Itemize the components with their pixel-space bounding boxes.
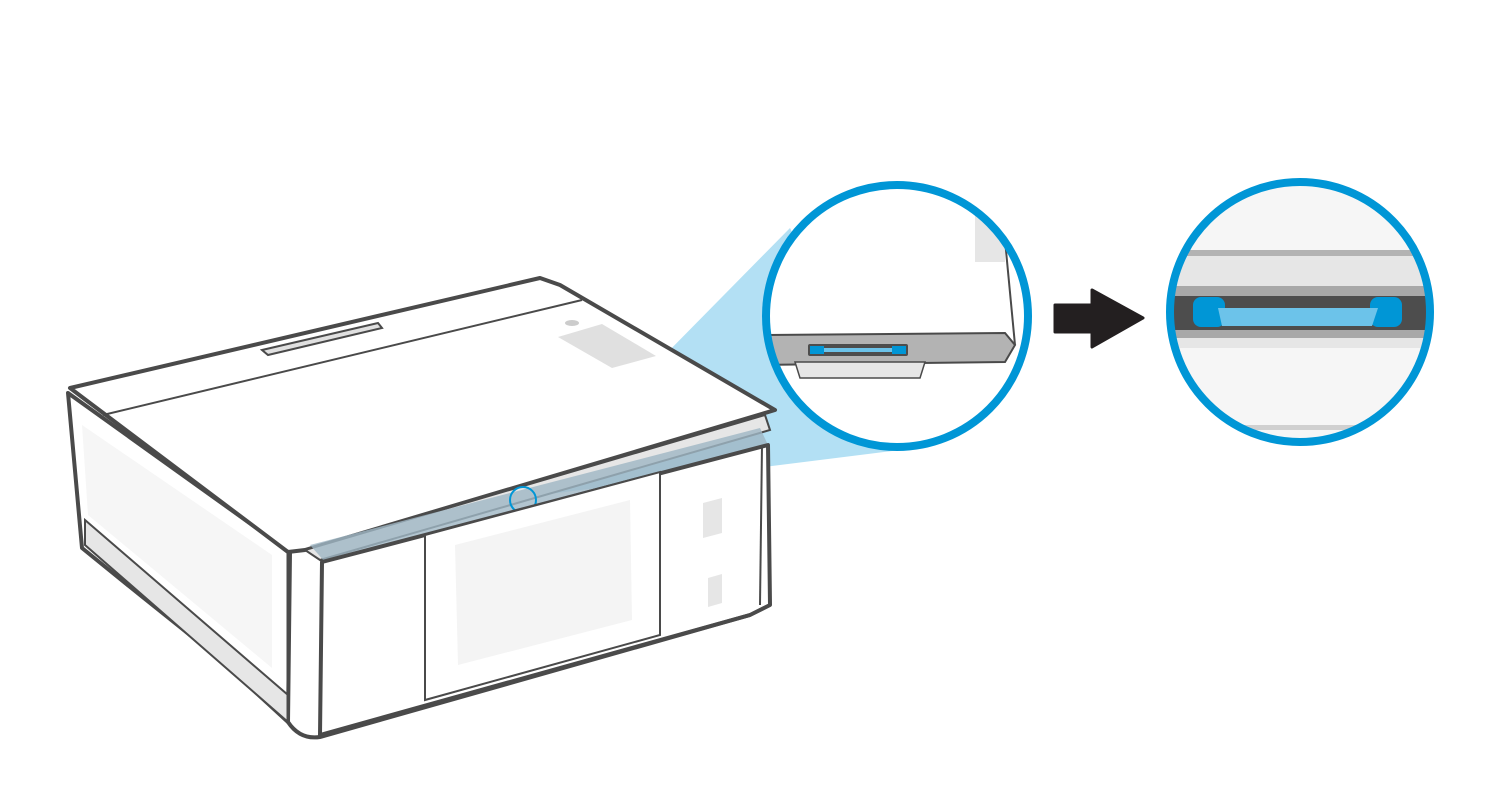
paper-slot — [259, 321, 384, 357]
printer-left-panel — [82, 425, 272, 668]
top-edge-line — [102, 299, 583, 416]
front-button-top — [703, 498, 722, 538]
latch-left — [1193, 297, 1225, 327]
front-button-bottom — [708, 574, 722, 607]
top-button — [565, 320, 579, 326]
zoom-circle-1-border — [762, 181, 1032, 451]
front-panel-inner — [455, 500, 632, 665]
arrow-right-icon — [1053, 288, 1145, 349]
front-strip-dark — [310, 428, 768, 562]
printer-bottom-edge — [286, 613, 751, 740]
latch-bar — [1218, 308, 1378, 326]
top-label — [558, 324, 656, 368]
latch-right — [1370, 297, 1402, 327]
zoom-circle-2-border — [1166, 178, 1434, 446]
zoom-circle-detail — [766, 185, 1028, 447]
front-right-edge — [759, 444, 763, 606]
zoom-circle-closeup — [1170, 182, 1430, 442]
